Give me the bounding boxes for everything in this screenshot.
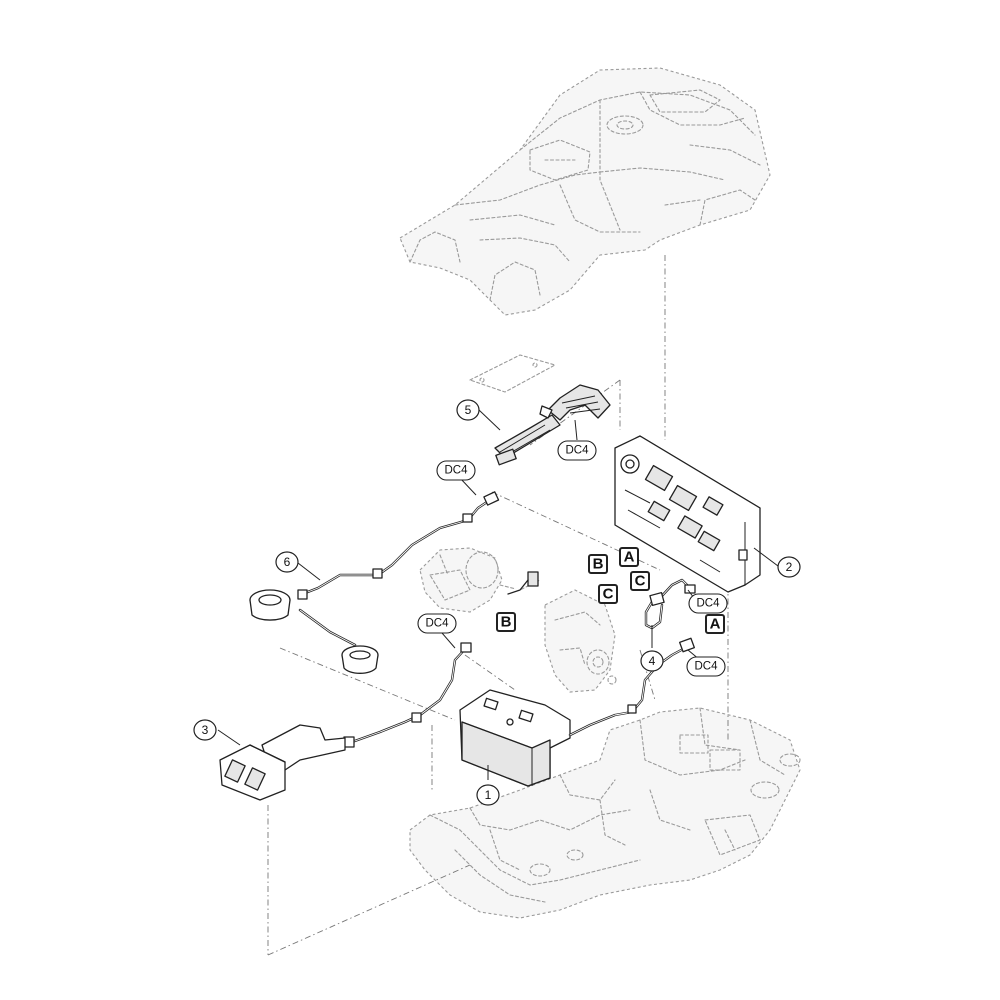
marker-c-upper: C (630, 571, 650, 591)
control-board-part-2 (614, 435, 761, 593)
svg-text:DC4: DC4 (696, 598, 720, 610)
marker-a-upper: A (619, 547, 639, 567)
callout-5: 5 (456, 399, 480, 421)
callout-1: 1 (476, 784, 500, 806)
svg-text:2: 2 (786, 560, 793, 574)
marker-a-lower: A (705, 614, 725, 634)
callout-3: 3 (193, 719, 217, 741)
main-harness (343, 642, 472, 748)
svg-text:DC4: DC4 (444, 465, 468, 477)
svg-text:5: 5 (465, 403, 472, 417)
dc4-tag-cable4-upper: DC4 (688, 593, 728, 614)
dc4-tag-cable4-lower: DC4 (686, 656, 726, 677)
svg-text:A: A (710, 616, 721, 633)
svg-text:DC4: DC4 (425, 618, 449, 630)
bottom-chassis (409, 707, 801, 919)
wheel-gearbox-assembly (544, 589, 617, 693)
callout-4: 4 (640, 650, 664, 672)
ribbon-cable-part-5 (494, 384, 611, 466)
callout-6: 6 (275, 551, 299, 573)
sensor-harness-part-6 (249, 491, 500, 674)
svg-text:C: C (603, 586, 614, 603)
dc4-tag-top-harness: DC4 (436, 460, 476, 481)
display-pcb-part-5 (469, 354, 556, 393)
svg-text:4: 4 (649, 654, 656, 668)
callout-2: 2 (777, 556, 801, 578)
dc4-tag-ribbon: DC4 (557, 440, 597, 461)
svg-text:3: 3 (202, 723, 209, 737)
battery-part-1 (459, 689, 571, 787)
cutting-motor-assembly (419, 547, 541, 613)
charging-connector-part-3 (219, 724, 346, 801)
svg-text:1: 1 (485, 788, 492, 802)
marker-c-lower: C (598, 584, 618, 604)
cable-part-4 (568, 578, 696, 737)
marker-b-lower: B (496, 612, 516, 632)
marker-b-upper: B (588, 554, 608, 574)
svg-text:B: B (501, 614, 512, 631)
svg-text:6: 6 (284, 555, 291, 569)
dc4-tag-mid-harness: DC4 (417, 613, 457, 634)
top-body-cover (399, 67, 771, 316)
svg-text:DC4: DC4 (694, 661, 718, 673)
svg-text:A: A (624, 549, 635, 566)
svg-text:C: C (635, 573, 646, 590)
alignment-guides (267, 255, 729, 956)
svg-text:DC4: DC4 (565, 445, 589, 457)
svg-text:B: B (593, 556, 604, 573)
